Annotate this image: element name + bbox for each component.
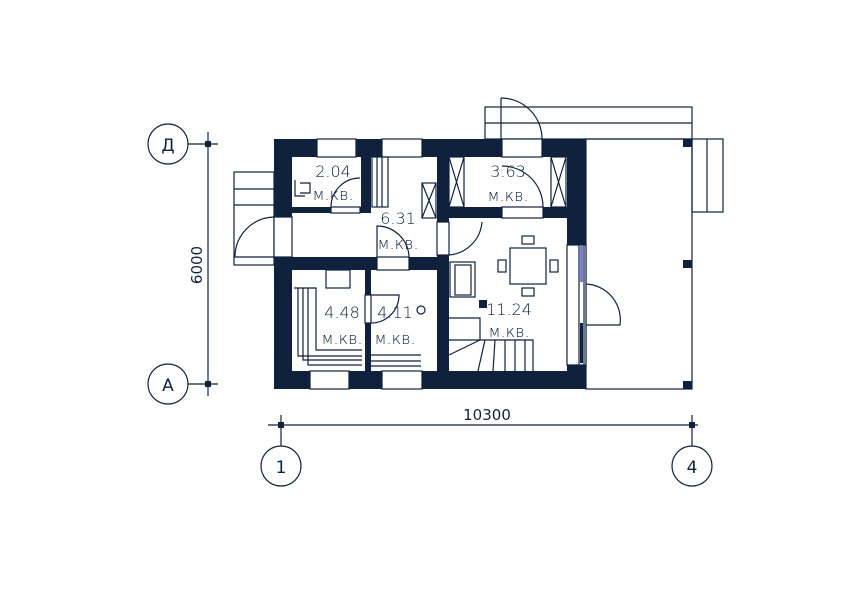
svg-text:Д: Д (161, 136, 174, 156)
room-unit: м.кв. (312, 185, 353, 204)
width-dimension: 10300 (463, 406, 511, 424)
room-unit: м.кв. (487, 186, 528, 205)
axis-marker-left: 1 (260, 445, 302, 487)
svg-text:А: А (162, 376, 174, 396)
sauna-benches (294, 269, 421, 367)
room-unit: м.кв. (374, 329, 415, 348)
depth-dimension: 6000 (188, 246, 206, 284)
vertical-dimension: 6000 (188, 132, 218, 396)
staircase (448, 317, 534, 372)
svg-text:4: 4 (687, 458, 698, 478)
room-area: 2.04 (315, 162, 351, 181)
left-porch (233, 171, 275, 266)
window-openings (273, 138, 587, 390)
room-area: 4.48 (324, 303, 360, 322)
room-area: 3.63 (490, 162, 526, 181)
room-area: 4.11 (377, 303, 413, 322)
axis-marker-top: Д (147, 123, 189, 165)
room-unit: м.кв. (377, 234, 418, 253)
room-unit: м.кв. (321, 329, 362, 348)
dining-table (497, 235, 559, 297)
top-porch (484, 97, 693, 140)
veranda-post (683, 381, 692, 389)
door-swings (330, 165, 621, 326)
room-area: 6.31 (380, 209, 416, 228)
veranda-post (683, 260, 692, 268)
axis-marker-right: 4 (671, 445, 713, 487)
kitchen-sink (416, 261, 487, 315)
veranda-post (683, 139, 692, 147)
axis-marker-bottom: А (147, 363, 189, 405)
room-unit: м.кв. (488, 322, 529, 341)
wardrobe-shelves (294, 156, 567, 219)
right-steps (691, 138, 724, 213)
room-area: 11.24 (486, 300, 532, 319)
horizontal-dimension: 10300 (268, 406, 698, 446)
veranda (585, 138, 693, 390)
svg-text:1: 1 (276, 458, 287, 478)
